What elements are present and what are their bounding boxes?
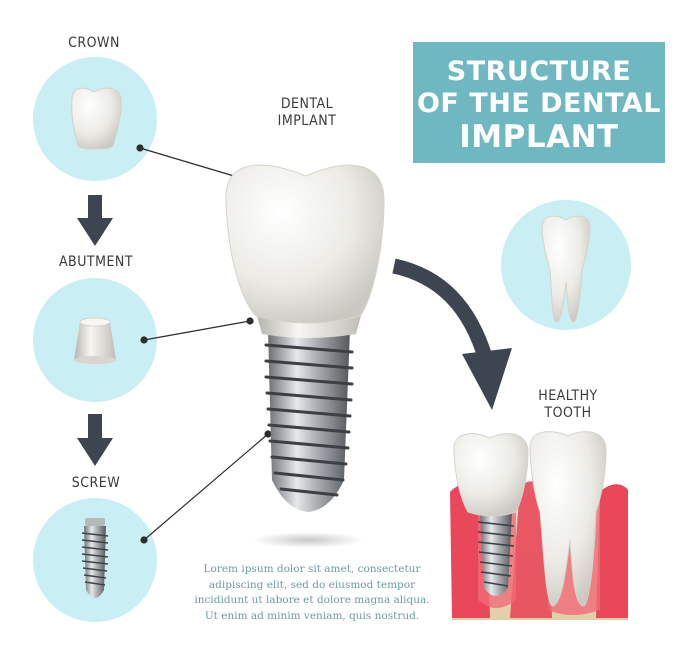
dental-implant-label-line2: IMPLANT — [277, 113, 337, 129]
screw-label: SCREW — [71, 475, 121, 491]
molar-icon — [541, 215, 591, 323]
crown-label: CROWN — [68, 35, 120, 51]
description-text: Lorem ipsum dolor sit amet, consectetur … — [186, 562, 438, 624]
healthy-tooth-label: HEALTHY TOOTH — [523, 388, 613, 422]
jaw-cross-section — [450, 431, 628, 620]
main-implant-icon — [225, 164, 385, 548]
screw-icon — [81, 518, 109, 598]
healthy-tooth-label-line2: TOOTH — [544, 405, 592, 421]
description-line2: adipiscing elit, sed do eiusmod tempor — [208, 578, 416, 591]
dental-implant-label-line1: DENTAL — [280, 96, 334, 112]
title-banner: STRUCTURE OF THE DENTAL IMPLANT — [413, 42, 665, 163]
arrow-down-icon — [77, 195, 113, 246]
title-line1: STRUCTURE — [446, 56, 632, 87]
healthy-tooth-label-line1: HEALTHY — [538, 388, 598, 404]
curved-arrow-icon — [392, 258, 512, 410]
abutment-label: ABUTMENT — [58, 254, 134, 270]
dental-implant-label: DENTAL IMPLANT — [262, 96, 352, 130]
description-line3: incididunt ut labore et dolore magna ali… — [194, 594, 430, 606]
description-line1: Lorem ipsum dolor sit amet, consectetur — [203, 563, 421, 575]
crown-icon — [71, 87, 122, 150]
abutment-icon — [74, 317, 116, 364]
title-line3: IMPLANT — [459, 119, 619, 155]
arrow-down-icon-2 — [77, 414, 113, 466]
title-line2: OF THE DENTAL — [416, 88, 662, 119]
description-line4: Ut enim ad minim veniam, quis nostrud. — [204, 609, 420, 622]
